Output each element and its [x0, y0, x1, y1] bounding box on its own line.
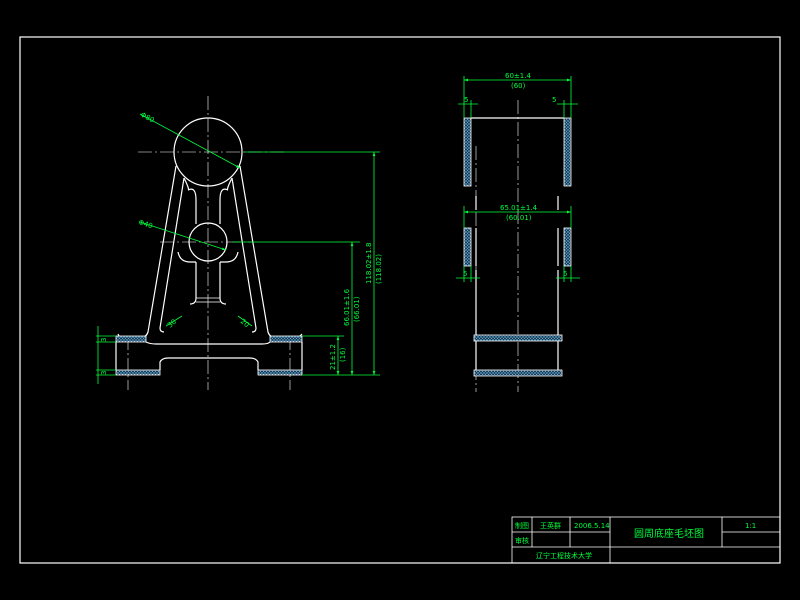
tb-name-drawn: 王英群	[540, 521, 561, 530]
front-view: Φ80 Φ40 30 20 3 3 118.02±1.8 (118.02) 66…	[96, 96, 383, 390]
side-view: 60±1.4 (60) 5 5 65.01±1.4 (60.01) 5 5	[456, 72, 580, 392]
side-upper-left-wall	[463, 117, 472, 187]
dim-side-width-mid: 65.01±1.4	[500, 204, 538, 212]
dim-height-overall: 118.02±1.8	[365, 243, 373, 285]
title-block: 制图 王英群 2006.5.14 审核 圆周底座毛坯图 1:1 辽宁工程技术大学	[511, 516, 781, 564]
tb-drawing-title: 圆周底座毛坯图	[634, 527, 704, 540]
tb-label-drawn: 制图	[515, 521, 529, 530]
dim-side-width-top-ref: (60)	[511, 82, 526, 90]
top-bore-circle	[173, 117, 243, 187]
dim-radius-right: 20	[239, 317, 251, 329]
dim-wall-left: 5	[464, 96, 468, 104]
dim-wall-right: 5	[552, 96, 556, 104]
dim-side-width-top: 60±1.4	[505, 72, 531, 80]
dim-height-overall-ref: (118.02)	[375, 254, 383, 284]
dim-side-width-mid-ref: (60.01)	[506, 214, 532, 222]
dim-base-left-top: 3	[100, 338, 108, 342]
tb-date: 2006.5.14	[574, 522, 610, 530]
tb-label-checked: 审核	[515, 536, 529, 545]
dim-height-base: 21±1.2	[329, 344, 337, 370]
dim-radius-left: 30	[166, 318, 178, 330]
dim-height-mid: 66.01±1.6	[343, 288, 351, 326]
drawing-border	[19, 36, 781, 564]
tb-scale: 1:1	[745, 522, 756, 530]
dim-top-circle: Φ80	[139, 111, 155, 125]
base-left-hatch	[115, 335, 147, 343]
dim-wall-mid-left: 5	[463, 270, 467, 278]
dim-wall-mid-right: 5	[563, 270, 567, 278]
tb-school: 辽宁工程技术大学	[536, 551, 592, 560]
dim-height-mid-ref: (66.01)	[353, 296, 361, 322]
dim-height-base-ref: (16)	[339, 347, 347, 362]
mid-bore-circle	[188, 222, 228, 262]
dim-mid-circle: Φ40	[137, 218, 153, 230]
dim-base-left-bottom: 3	[100, 371, 108, 375]
